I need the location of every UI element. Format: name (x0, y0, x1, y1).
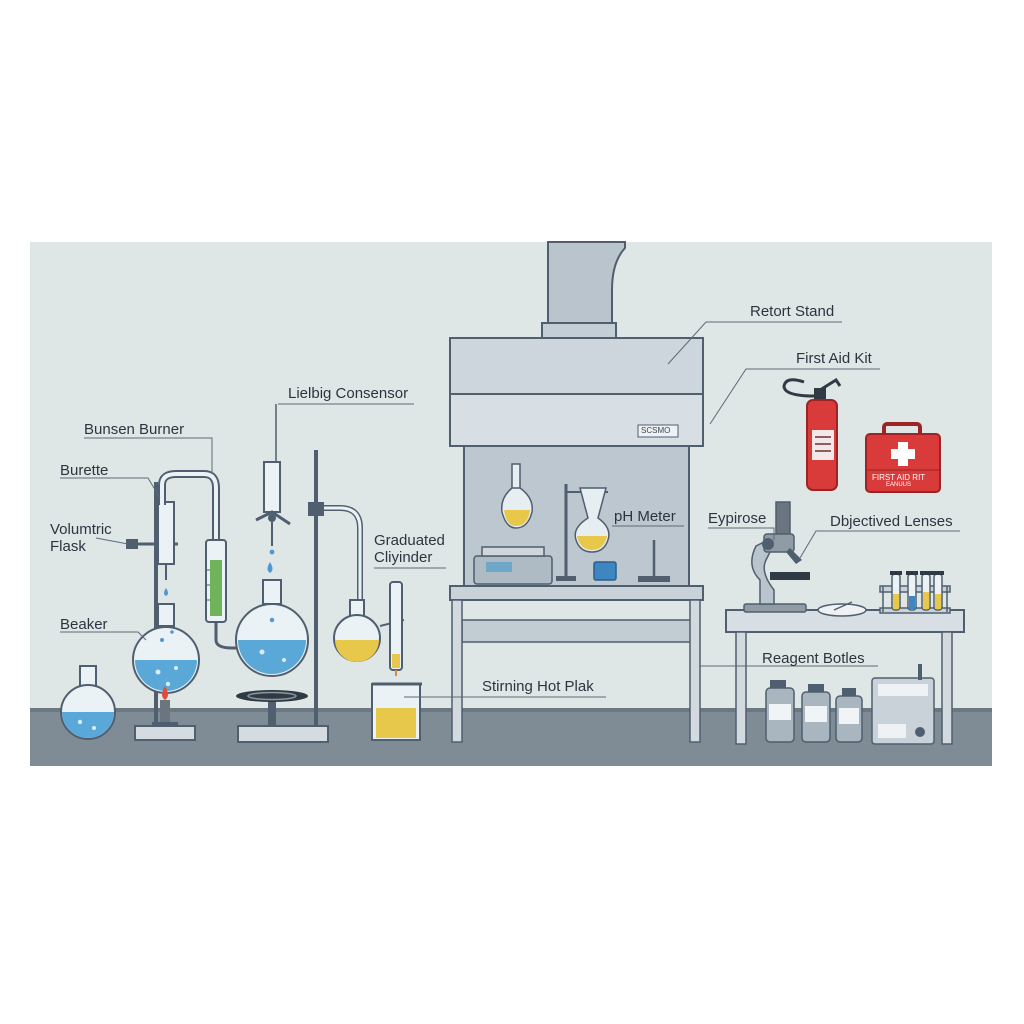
yellow-flask (333, 599, 405, 662)
label-volumetric-flask-1: Volumtric (50, 521, 112, 538)
exhaust-duct (547, 241, 626, 326)
label-eyepiece: Eypirose (708, 510, 767, 527)
microscope (743, 501, 810, 613)
lab-table (725, 609, 965, 745)
hood-body (449, 393, 704, 447)
first-aid-box-text-1: FIRST AID RIT (872, 473, 926, 482)
graduated-cylinder (389, 581, 403, 676)
label-burette: Burette (60, 462, 109, 479)
hood-blue-container (593, 561, 617, 581)
label-volumetric-flask-2: Flask (50, 538, 86, 555)
liebig-condenser (158, 470, 244, 650)
hood-leg-right (689, 599, 701, 743)
bunsen-burner (152, 686, 178, 727)
reagent-bottles (765, 680, 863, 743)
leader-lines (60, 321, 960, 698)
hood-retort-flask (556, 484, 610, 581)
hood-ph-probe (638, 540, 670, 582)
volumetric-flask (60, 665, 116, 740)
label-objective-lenses: Dbjectived Lenses (830, 513, 953, 530)
hood-balance (473, 546, 553, 585)
round-flask-large (235, 579, 309, 677)
label-reagent-bottles: Reagent Botles (762, 650, 865, 667)
incubator (871, 664, 935, 745)
first-aid-box-text-2: EANUUS (886, 482, 912, 488)
hood-leg-left (451, 599, 463, 743)
retort-stand-middle (237, 450, 363, 743)
label-beaker: Beaker (60, 616, 108, 633)
fire-extinguisher (782, 377, 842, 491)
hood-badge-box (637, 424, 679, 438)
label-liebig-condenser: Lielbig Consensor (288, 385, 409, 402)
petri-dish (817, 601, 867, 617)
beaker-yellow (371, 682, 422, 741)
separatory-funnel (255, 404, 291, 573)
label-graduated-cylinder-1: Graduated (374, 532, 445, 549)
hood-top (449, 337, 704, 395)
label-retort-stand: Retort Stand (750, 303, 835, 320)
label-stirring-hot-plate: Stirning Hot Plak (482, 678, 594, 695)
hood-base-panel (461, 619, 692, 643)
duct-collar (541, 322, 617, 340)
drip (164, 588, 168, 596)
fume-hood (449, 241, 704, 743)
fume-hood-badge-text: SCSMO (641, 426, 671, 435)
round-flask-left (132, 603, 200, 694)
first-aid-box (865, 422, 941, 493)
label-first-aid-kit: First Aid Kit (796, 350, 872, 367)
floor-edge (30, 708, 992, 712)
hood-flask (500, 463, 533, 529)
label-ph-meter: pH Meter (614, 508, 676, 525)
test-tube-rack (879, 571, 951, 614)
label-graduated-cylinder-2: Cliyinder (374, 549, 433, 566)
label-bunsen-burner: Bunsen Burner (84, 421, 185, 438)
hot-plate-ring (236, 690, 308, 726)
hood-work-surface (449, 585, 704, 601)
